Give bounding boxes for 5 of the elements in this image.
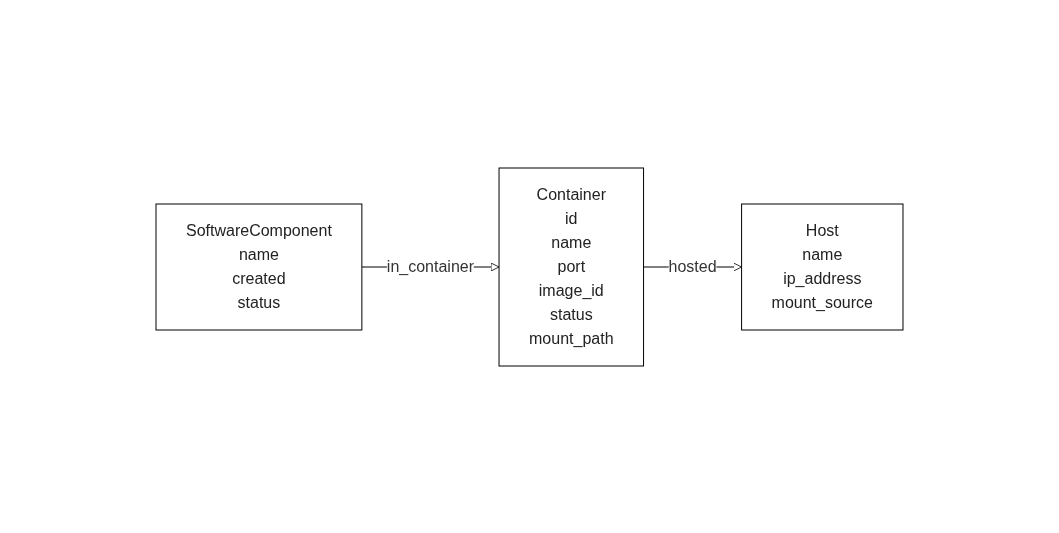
edge-label: in_container <box>386 257 475 275</box>
node-box: SoftwareComponent name created status <box>155 203 363 330</box>
node-box: Host name ip_address mount_source <box>741 203 904 330</box>
edge-label: hosted <box>668 257 717 275</box>
node-box: Container id name port image_id status mount_path <box>498 167 645 366</box>
